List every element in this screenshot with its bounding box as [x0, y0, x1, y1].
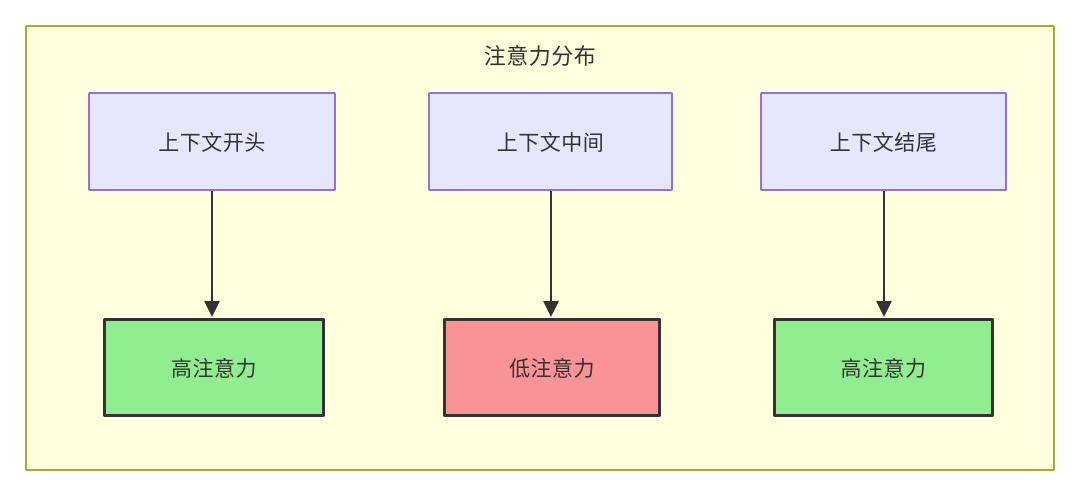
node-label: 高注意力 [840, 357, 927, 381]
node-label: 上下文开头 [158, 131, 266, 155]
node-context-start[interactable]: 上下文开头 [88, 92, 336, 191]
node-label: 低注意力 [509, 357, 595, 381]
node-context-end[interactable]: 上下文结尾 [760, 92, 1007, 191]
node-low-attention-middle[interactable]: 低注意力 [443, 318, 661, 417]
node-context-middle[interactable]: 上下文中间 [428, 92, 673, 191]
node-label: 上下文结尾 [829, 131, 938, 155]
node-high-attention-end[interactable]: 高注意力 [773, 318, 994, 417]
subgraph-title: 注意力分布 [483, 44, 597, 69]
node-label: 高注意力 [171, 357, 257, 381]
node-high-attention-start[interactable]: 高注意力 [103, 318, 325, 417]
node-label: 上下文中间 [496, 131, 605, 155]
